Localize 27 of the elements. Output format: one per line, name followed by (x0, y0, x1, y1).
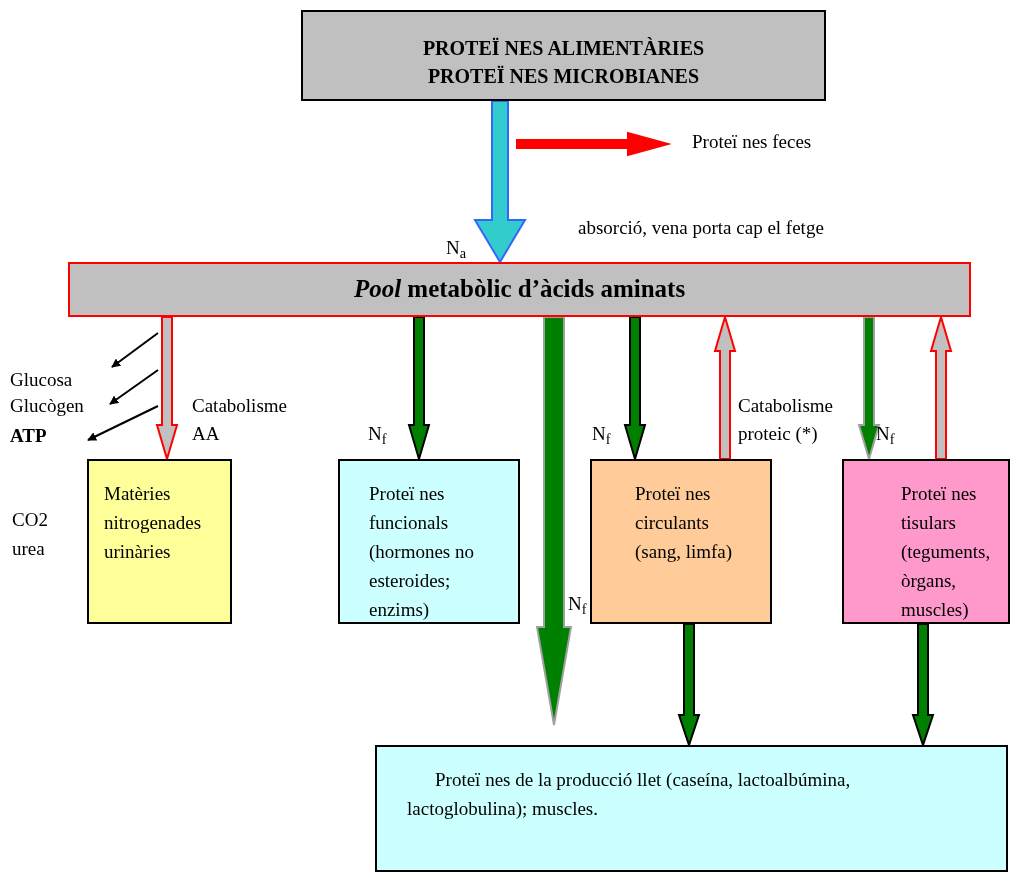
source-box: PROTEÏ NES ALIMENTÀRIES PROTEÏ NES MICROBIANES (301, 10, 826, 101)
product-text: Glucosa (10, 366, 90, 391)
edge-label: N$_{f}$ (592, 422, 612, 448)
process-box: Proteï nes circulants (sang, limfa) (590, 459, 772, 624)
flow-label: absorció, vena porta cap el fetge (578, 216, 825, 240)
arrow (111, 332, 159, 368)
block-arrow (473, 100, 527, 264)
product-text: CO2 (12, 508, 49, 532)
product-text: ATP (10, 422, 60, 447)
edge-label: Catabolisme proteic (*) (738, 394, 834, 446)
block-arrow (535, 316, 573, 726)
pool-box: Pool metabòlic d’àcids aminats (68, 262, 971, 317)
product-text: urea (12, 537, 46, 561)
process-box: Proteï nes funcionals (hormones no esteroides; enzims) (338, 459, 520, 624)
arrow (87, 405, 159, 441)
output-text: Proteï nes feces (668, 128, 843, 156)
process-box: Proteï nes de la producció llet (caseína, lactoalbúmina, lactoglobulina); muscles. (375, 745, 1008, 872)
edge-label: N$_{f}$ (368, 422, 388, 448)
process-box: Proteï nes tisulars (teguments, òrgans, muscles) (842, 459, 1010, 624)
edge-label: N$_{a}$ (446, 236, 468, 262)
edge-label: N$_{f}$ (568, 592, 588, 618)
product-text: Glucògen (10, 392, 98, 417)
process-box: Matèries nitrogenades urinàries (87, 459, 232, 624)
arrow (109, 369, 159, 405)
block-arrow (516, 131, 672, 157)
edge-label: Catabolisme AA (192, 394, 288, 446)
edge-label: N$_{f}$ (876, 422, 896, 448)
